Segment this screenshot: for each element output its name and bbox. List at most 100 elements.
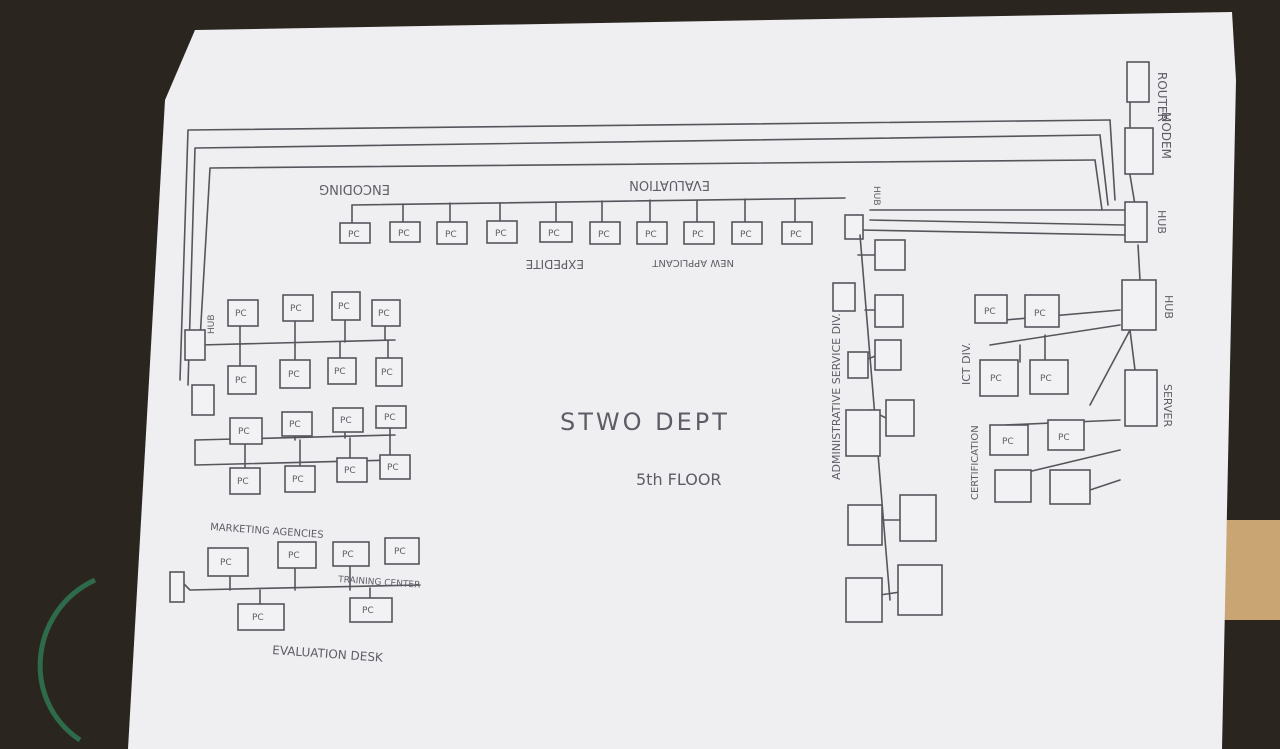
pc-box xyxy=(279,359,311,389)
pc-box xyxy=(874,339,902,371)
diagram-title: STWO DEPT xyxy=(560,408,730,436)
pc-box xyxy=(436,221,468,245)
pc-label: PC xyxy=(984,307,996,317)
pc-box xyxy=(1049,469,1091,505)
hub-box xyxy=(191,384,215,416)
ict-wiring xyxy=(989,309,1131,491)
admin-pcs xyxy=(832,239,943,623)
top-row-hub-label: HUB xyxy=(871,186,881,206)
pc-label: PC xyxy=(990,374,1002,384)
pc-label: PC xyxy=(220,558,232,568)
left-pcs xyxy=(207,291,420,631)
pc-box xyxy=(781,221,813,245)
pc-label: PC xyxy=(1034,309,1046,319)
hub-box xyxy=(184,329,206,361)
pc-box xyxy=(1047,419,1085,451)
pc-box xyxy=(227,299,259,327)
green-cable xyxy=(37,577,97,743)
pc-box xyxy=(979,359,1019,397)
pc-label: PC xyxy=(342,550,354,560)
ict-division-label: ICT DIV. xyxy=(960,343,973,385)
pc-box xyxy=(207,547,249,577)
certification-pcs xyxy=(989,419,1091,505)
pc-box xyxy=(281,411,313,437)
top-row-wiring xyxy=(351,197,846,226)
pc-label: PC xyxy=(1002,437,1014,447)
pc-box xyxy=(331,291,361,321)
pc-box xyxy=(237,603,285,631)
pc-label: PC xyxy=(398,229,410,239)
pc-label: PC xyxy=(237,477,249,487)
pc-box xyxy=(371,299,401,327)
pc-label: PC xyxy=(1040,374,1052,384)
pc-label: PC xyxy=(495,229,507,239)
pc-box xyxy=(332,541,370,567)
server-label: SERVER xyxy=(1161,384,1174,427)
pc-box xyxy=(974,294,1008,324)
pc-box xyxy=(282,294,314,322)
pc-box xyxy=(349,597,393,623)
pc-box xyxy=(379,454,411,480)
pc-box xyxy=(845,577,883,623)
pc-label: PC xyxy=(344,466,356,476)
pc-box xyxy=(994,469,1032,503)
pc-box xyxy=(229,467,261,495)
pc-box xyxy=(539,221,573,243)
left-hubs xyxy=(169,329,215,603)
router-label: ROUTER xyxy=(1155,72,1169,122)
pc-label: PC xyxy=(790,230,802,240)
pc-box xyxy=(589,221,621,245)
pc-label: PC xyxy=(338,302,350,312)
pc-label: PC xyxy=(348,230,360,240)
pc-label: PC xyxy=(445,230,457,240)
router-device xyxy=(1126,61,1150,103)
pc-box xyxy=(277,541,317,569)
pc-box xyxy=(389,221,421,243)
pc-label: PC xyxy=(288,370,300,380)
pc-label: PC xyxy=(340,416,352,426)
pc-box xyxy=(339,222,371,244)
pc-box xyxy=(336,457,368,483)
pc-label: PC xyxy=(381,368,393,378)
pc-box xyxy=(1029,359,1069,395)
pc-box xyxy=(899,494,937,542)
pc-label: PC xyxy=(292,475,304,485)
pc-box xyxy=(847,504,883,546)
pc-box xyxy=(874,239,906,271)
pc-box xyxy=(486,220,518,244)
pc-box xyxy=(332,407,364,433)
backbone-cables xyxy=(179,99,1141,386)
pc-box xyxy=(384,537,420,565)
pc-label: PC xyxy=(252,613,264,623)
ict-hub xyxy=(1121,279,1157,331)
pc-box xyxy=(327,357,357,385)
modem-label: MODEM xyxy=(1159,112,1173,159)
pc-label: PC xyxy=(235,309,247,319)
pc-box xyxy=(897,564,943,616)
pc-box xyxy=(636,221,668,245)
pc-label: PC xyxy=(548,229,560,239)
pc-box xyxy=(874,294,904,328)
modem-device xyxy=(1124,127,1154,175)
pc-label: PC xyxy=(387,463,399,473)
pc-label: PC xyxy=(334,367,346,377)
pc-label: PC xyxy=(362,606,374,616)
pc-label: PC xyxy=(692,230,704,240)
expedite-label: EXPEDITE xyxy=(526,257,584,271)
pc-box xyxy=(284,465,316,493)
pc-box xyxy=(227,365,257,395)
pc-box xyxy=(731,221,763,245)
pc-box xyxy=(1024,294,1060,328)
pc-label: PC xyxy=(378,309,390,319)
pc-label: PC xyxy=(289,420,301,430)
new-applicant-label: NEW APPLICANT xyxy=(651,257,734,268)
ict-hub-label: HUB xyxy=(1162,295,1175,319)
pc-label: PC xyxy=(394,547,406,557)
pc-label: PC xyxy=(598,230,610,240)
top-row-hub xyxy=(844,214,864,240)
pc-label: PC xyxy=(384,413,396,423)
pc-label: PC xyxy=(740,230,752,240)
pc-label: PC xyxy=(645,230,657,240)
evaluation-label: EVALUATION xyxy=(629,177,710,192)
